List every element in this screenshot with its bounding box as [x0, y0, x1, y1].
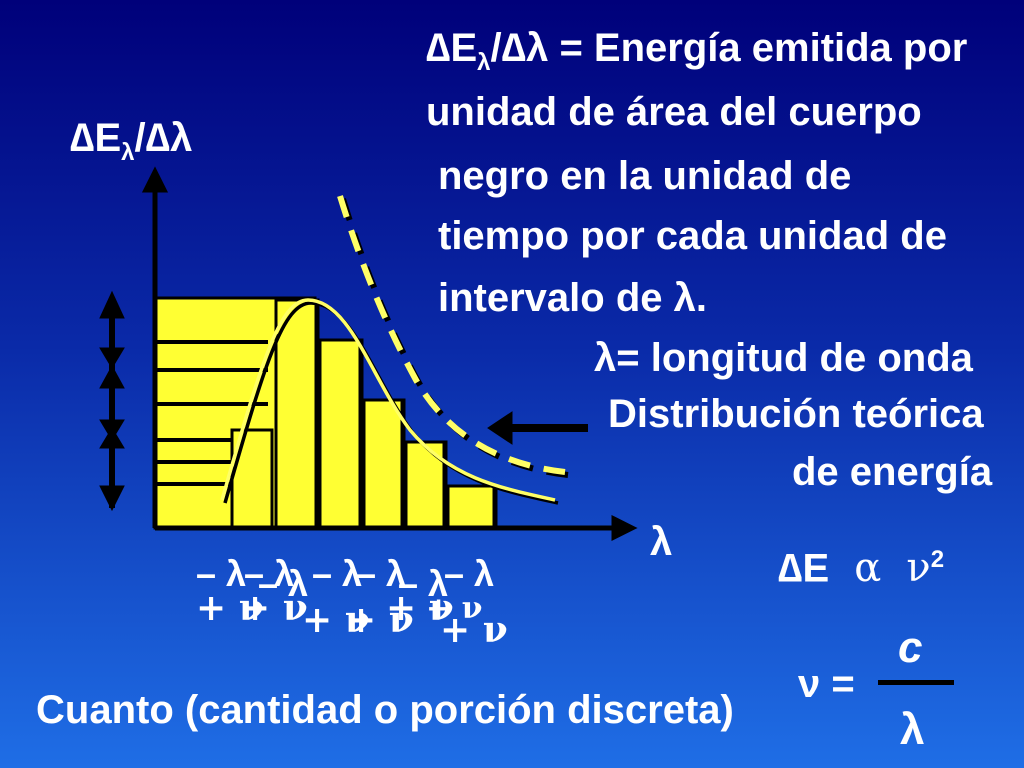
- y-axis-rest: /∆λ: [134, 116, 193, 160]
- nu-symbol: ν: [906, 545, 931, 592]
- lambda-label: – λ: [356, 553, 407, 594]
- nu-label: + ν: [196, 587, 264, 629]
- formula-denominator: λ: [900, 705, 925, 754]
- alpha-symbol: α: [854, 545, 882, 592]
- nu-label: + ν: [346, 599, 414, 641]
- y-axis-arrowhead: [141, 166, 169, 193]
- theory-pointer-arrow: [487, 411, 588, 445]
- definition-line-4: tiempo por cada unidad de: [438, 214, 947, 258]
- definition-rest: /∆λ = Energía emitida por: [490, 26, 968, 70]
- formula-numerator: c: [898, 623, 923, 672]
- formula-lhs: ν =: [798, 662, 855, 706]
- definition-subscript: λ: [477, 49, 491, 76]
- nu-label: + ν: [302, 599, 370, 641]
- nu-label: + ν: [386, 587, 454, 629]
- wavelength-definition: λ= longitud de onda: [594, 336, 973, 380]
- lambda-label: – λ: [398, 563, 449, 604]
- nu-label: + ν: [426, 591, 483, 626]
- proportionality: ∆E α ν2: [778, 545, 945, 592]
- nu-label: + ν: [240, 587, 308, 629]
- level-arrow-column: [99, 290, 125, 512]
- theoretical-distribution-curve: [337, 195, 566, 475]
- squared: 2: [930, 546, 945, 573]
- x-axis-label: λ: [650, 520, 673, 564]
- fraction-bar: [878, 680, 954, 685]
- lambda-label: – λ: [244, 553, 295, 594]
- definition-delta-e: ∆E: [426, 26, 478, 70]
- x-axis-arrowhead: [611, 514, 638, 542]
- dashed-theoretical-curve: [337, 195, 566, 475]
- lambda-label: – λ: [196, 553, 247, 594]
- lambda-label: – λ: [312, 553, 363, 594]
- planck-curve: [220, 298, 556, 502]
- axes: [141, 166, 638, 542]
- theory-line-2: de energía: [792, 450, 993, 494]
- definition-line-3: negro en la unidad de: [438, 154, 852, 198]
- definition-line-2: unidad de área del cuerpo: [426, 90, 922, 134]
- theory-line-1: Distribución teórica: [608, 392, 984, 436]
- lambda-label: – λ: [444, 553, 495, 594]
- nu-label: + ν: [440, 609, 508, 651]
- y-axis-delta-e: ∆E: [70, 116, 122, 160]
- quantum-text: Cuanto (cantidad o porción discreta): [36, 688, 734, 732]
- proportionality-delta-e: ∆E: [778, 546, 830, 591]
- y-axis-label: ∆Eλ/∆λ: [70, 118, 192, 165]
- definition-line-5: intervalo de λ.: [438, 276, 707, 320]
- y-axis-subscript: λ: [121, 139, 135, 166]
- lambda-label: – λ: [258, 563, 309, 604]
- experimental-curve: [220, 298, 556, 502]
- definition-line-1: ∆Eλ/∆λ = Energía emitida por: [426, 28, 967, 75]
